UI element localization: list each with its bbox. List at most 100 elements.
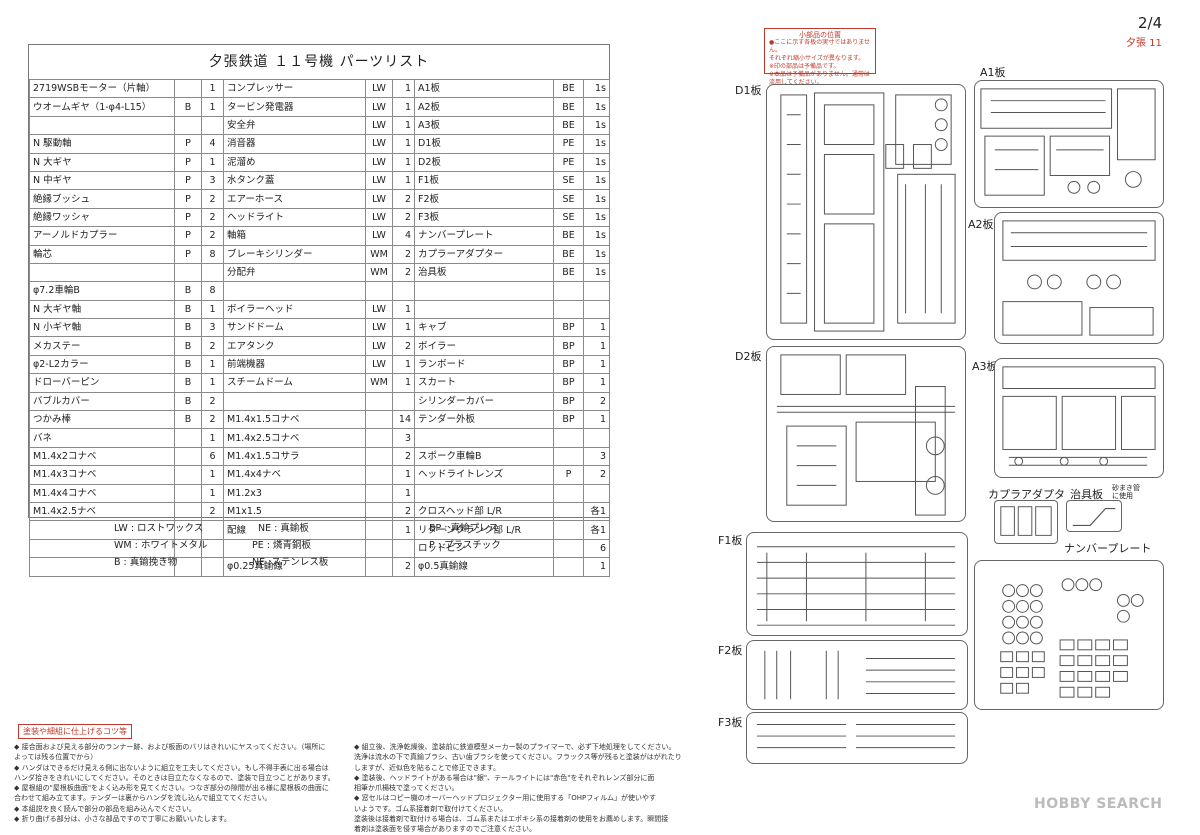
note-line: それぞれ縮小サイズが異なります。: [769, 55, 865, 62]
table-cell: ボイラー: [414, 336, 554, 356]
table-cell: 2719WSBモーター（片軸）: [29, 78, 175, 99]
table-cell: BP: [553, 410, 584, 430]
table-cell: 1: [201, 354, 224, 375]
table-cell: [174, 501, 202, 522]
table-cell: 2: [392, 501, 415, 522]
table-cell: 1: [201, 78, 224, 99]
fret-a3: [994, 358, 1164, 478]
table-cell: [201, 262, 224, 283]
table-cell: M1.4x4コナベ: [29, 483, 175, 503]
fret-jig: [1066, 500, 1122, 532]
table-cell: 2: [392, 189, 415, 209]
table-cell: 1s: [583, 152, 610, 172]
table-cell: タービン発電器: [223, 97, 366, 117]
fret-f3: [746, 712, 968, 764]
table-cell: [553, 501, 584, 522]
table-cell: M1.4x2.5コナベ: [223, 428, 366, 448]
table-cell: 1s: [583, 262, 610, 283]
table-cell: B: [174, 97, 202, 117]
fret-number-plate-drawing: [1000, 578, 1144, 698]
table-cell: メカステー: [29, 336, 175, 356]
tip-line: ◆ 接合面および見える部分のランナー跡、および板面のバリはきれいにヤスってくださ…: [14, 743, 326, 751]
table-cell: ボイラーヘッド: [223, 299, 366, 320]
table-cell: 1: [201, 152, 224, 172]
table-cell: 1: [392, 465, 415, 485]
note-line: ※印の部品は予備品です。: [769, 63, 840, 70]
tip-line: 着剤は塗装面を侵す場合がありますのでご注意ください。: [354, 825, 536, 834]
table-cell: [365, 281, 393, 301]
fret-d2-drawing: [776, 354, 956, 516]
table-cell: 2: [201, 336, 224, 356]
tip-line: ハンダ拾きをきれいにしてください。そのときは目立たなくなるので、塗装で目立つこと…: [14, 773, 335, 782]
table-cell: P: [174, 170, 202, 191]
table-cell: 1s: [583, 226, 610, 246]
table-cell: 1: [201, 428, 224, 448]
table-cell: 1: [392, 115, 415, 136]
table-cell: 2: [201, 501, 224, 522]
table-cell: B: [174, 391, 202, 412]
table-cell: P: [174, 207, 202, 228]
table-cell: D2板: [414, 152, 554, 172]
table-cell: 前端機器: [223, 354, 366, 375]
table-cell: [174, 78, 202, 99]
table-cell: つかみ棒: [29, 410, 175, 430]
table-cell: 14: [392, 410, 415, 430]
table-cell: カプラーアダプター: [414, 244, 554, 264]
table-cell: 絶縁ワッシャ: [29, 207, 175, 228]
table-cell: アーノルドカプラー: [29, 226, 175, 246]
table-cell: [365, 465, 393, 485]
table-cell: 1: [392, 152, 415, 172]
table-cell: 1: [201, 483, 224, 503]
table-cell: 1: [583, 410, 610, 430]
label-f1: F1板: [718, 534, 743, 547]
table-cell: LW: [365, 78, 393, 99]
fret-d2: [766, 346, 966, 522]
fret-coupler-drawing: [1000, 506, 1052, 536]
table-cell: 軸箱: [223, 226, 366, 246]
table-cell: ドローバーピン: [29, 373, 175, 393]
table-cell: B: [174, 354, 202, 375]
table-cell: 8: [201, 244, 224, 264]
label-d2: D2板: [735, 350, 762, 363]
table-cell: 1: [583, 373, 610, 393]
table-cell: P: [174, 134, 202, 154]
table-cell: 2: [201, 391, 224, 412]
table-cell: M1.2x3: [223, 483, 366, 503]
legend-bp: BP : 真鍮プレス: [429, 523, 498, 534]
table-cell: [553, 520, 584, 540]
table-cell: 1: [392, 299, 415, 320]
table-cell: 1s: [583, 189, 610, 209]
table-cell: スチームドーム: [223, 373, 366, 393]
table-cell: A2板: [414, 97, 554, 117]
label-number-plate: ナンバープレート: [1064, 542, 1152, 555]
small-parts-note: 小部品の位置 ●ここに示す各板の実寸ではありません。 それぞれ縮小サイズが異なり…: [764, 28, 876, 86]
table-cell: PE: [553, 152, 584, 172]
table-cell: BE: [553, 244, 584, 264]
table-cell: 1s: [583, 207, 610, 228]
material-legend: LW : ロストワックス NE : 真鍮板 BP : 真鍮プレス WM : ホワ…: [114, 520, 534, 576]
fret-coupler: [994, 500, 1058, 544]
label-a1: A1板: [980, 66, 1006, 79]
tip-line: よっては残る位置でから）: [14, 753, 98, 762]
fret-f1-drawing: [756, 546, 956, 626]
table-cell: P: [174, 226, 202, 246]
label-jig-note: 砂まき管 に使用: [1112, 484, 1140, 500]
table-cell: M1.4x1.5コサラ: [223, 446, 366, 467]
table-cell: 1: [392, 134, 415, 154]
table-cell: BE: [553, 78, 584, 99]
table-cell: 1: [392, 354, 415, 375]
tip-line: ◆ 折り曲げる部分は、小さな部品ですので丁寧にお願いいたします。: [14, 815, 231, 824]
table-cell: 2: [201, 410, 224, 430]
table-cell: [223, 281, 366, 301]
table-cell: B: [174, 410, 202, 430]
